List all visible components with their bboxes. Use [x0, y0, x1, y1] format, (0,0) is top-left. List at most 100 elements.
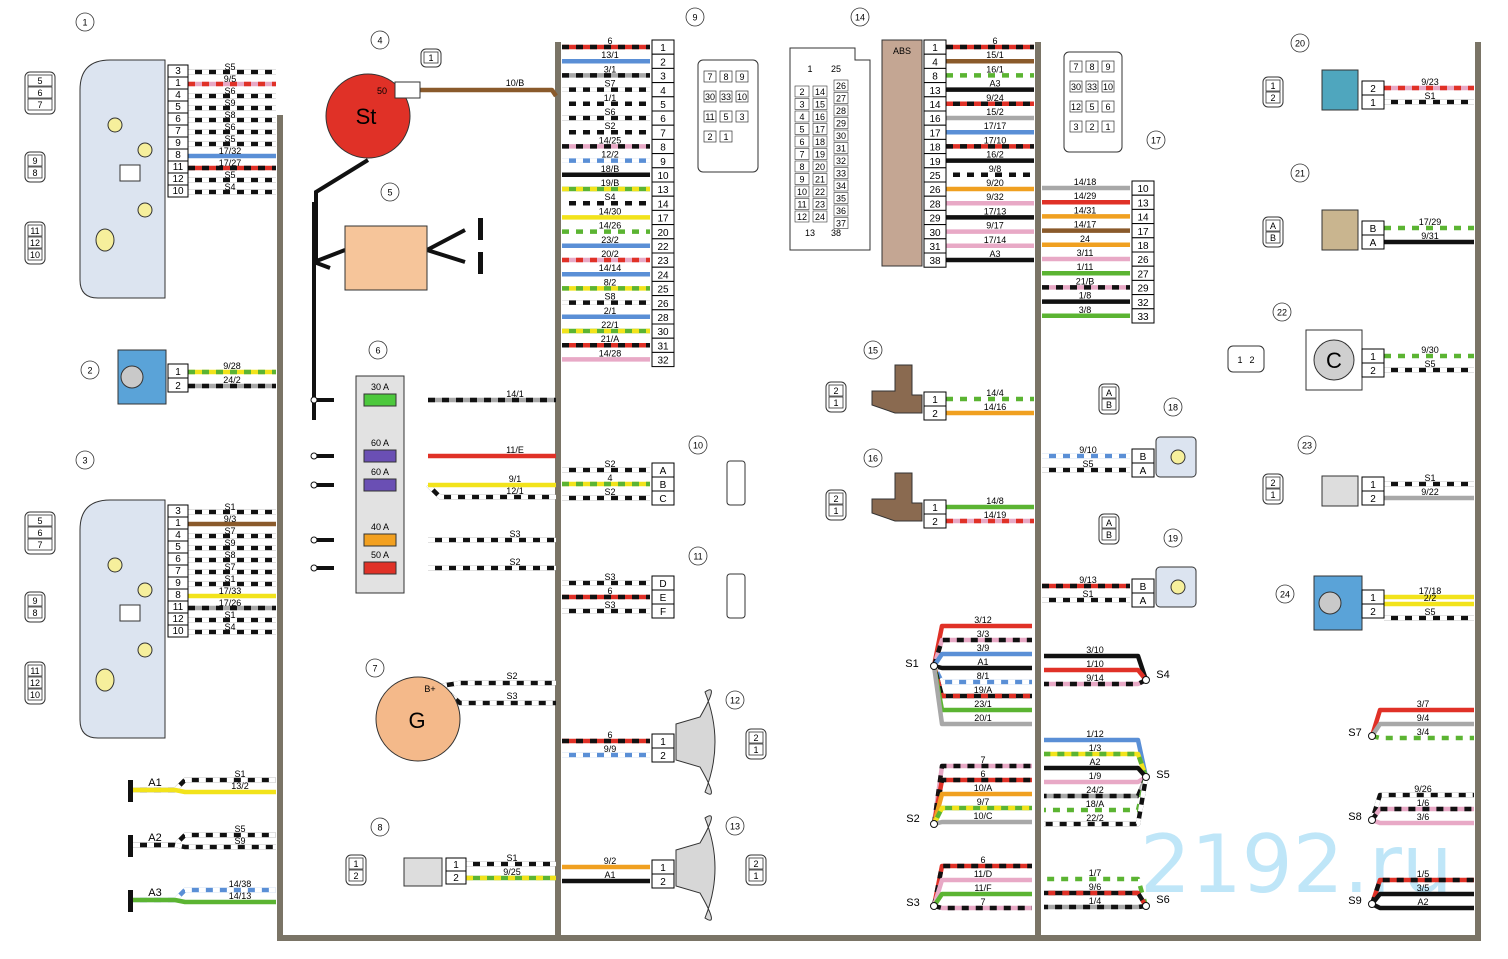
- face-cavity: [703, 70, 717, 83]
- splice-wire-label: 3/6: [1417, 812, 1430, 822]
- component-number: 17: [1151, 136, 1161, 146]
- wire-label: 11: [797, 200, 806, 210]
- plug-cavity: [27, 676, 43, 689]
- wire-label: 8: [799, 162, 804, 172]
- pin-label: 13: [1137, 198, 1149, 209]
- wire-label: 14/19: [984, 510, 1007, 520]
- splice-wire: [1044, 765, 1148, 779]
- pin-label: 2: [660, 57, 666, 68]
- component-number: 19: [1168, 534, 1178, 544]
- wire-label: S4: [224, 182, 235, 192]
- pin-label: 7: [175, 566, 181, 577]
- splice-wire-label: 3/4: [1417, 727, 1430, 737]
- wire-label: S2: [506, 671, 517, 681]
- pin-label: 1: [175, 518, 181, 529]
- wire-label: 21/A: [601, 334, 620, 344]
- wire-label: S2: [604, 121, 615, 131]
- ecu-cavity: [794, 173, 810, 185]
- plug-cavity: [27, 154, 43, 167]
- plug-pin-label: A: [1106, 518, 1112, 528]
- ecu-cavity: [812, 173, 828, 185]
- pin-label: 29: [1137, 284, 1149, 295]
- wire-label: 6: [799, 137, 804, 147]
- component-number: 7: [372, 664, 377, 674]
- fuse-icon: [363, 393, 397, 407]
- wire-label: 17/17: [984, 121, 1007, 131]
- wire-label: 20: [815, 162, 825, 172]
- connector-pin: [651, 490, 675, 506]
- pin-label: 13: [929, 86, 941, 97]
- wire-label: 9/5: [224, 74, 237, 84]
- motor-connector-pin: [167, 377, 189, 393]
- component-number-badge: [380, 182, 400, 202]
- pin-label: 6: [175, 554, 181, 565]
- wire-label: A3: [989, 79, 1000, 89]
- wire-label: S3: [509, 529, 520, 539]
- pin-label: 10: [657, 171, 669, 182]
- wire-stripe: [1044, 776, 1149, 827]
- headlamp-connector-pin: [167, 184, 189, 198]
- wire-label: 17/14: [984, 235, 1007, 245]
- starter-motor-icon: [325, 73, 411, 159]
- pin-label: 8: [175, 150, 181, 161]
- face-label: 8: [1089, 62, 1094, 72]
- face-label: 10: [1103, 82, 1113, 92]
- pin-label: 5: [175, 542, 181, 553]
- wire-label: 17/27: [219, 158, 242, 168]
- pin-label: 19: [929, 157, 941, 168]
- plug-cavity: [27, 688, 43, 701]
- plug-cavity: [1101, 398, 1117, 411]
- splice-node: [930, 902, 938, 910]
- wire-stripe: [931, 863, 1032, 907]
- battery-cable: [312, 202, 346, 420]
- wire-label: 9/10: [1079, 445, 1097, 455]
- plug-cavity: [828, 504, 844, 517]
- component-number-badge: [75, 450, 95, 470]
- ecu-cavity: [833, 117, 849, 129]
- fan-icon: [675, 815, 716, 921]
- wire-label: 9/31: [1421, 231, 1439, 241]
- wire-label: 24: [815, 212, 825, 222]
- pin-label: 12: [172, 174, 184, 185]
- pin-label: A: [1140, 466, 1147, 477]
- splice-wire-label: 23/1: [974, 699, 992, 709]
- face-label: 1: [1105, 122, 1110, 132]
- wire-stripe: [439, 680, 556, 689]
- fuse-icon: [363, 561, 397, 575]
- ecu-cavity: [812, 135, 828, 148]
- plug-cavity: [1265, 91, 1281, 104]
- ecu-cavity: [812, 148, 828, 160]
- plug-cavity: [828, 384, 844, 397]
- ecu-cavity: [794, 98, 810, 110]
- wire-label: 6: [992, 36, 997, 46]
- wire-label: 14/18: [1074, 177, 1097, 187]
- face-label: 6: [1105, 102, 1110, 112]
- face-label: 5: [723, 112, 728, 122]
- pin-label: 8: [932, 72, 938, 83]
- component-connector-pin: [1361, 234, 1385, 250]
- plug-cavity: [27, 664, 43, 677]
- ecu-cavity: [833, 192, 849, 204]
- wire-label: 15/2: [986, 107, 1004, 117]
- plug-pin-label: 1: [753, 745, 758, 755]
- face-cavity: [1069, 80, 1083, 93]
- wire-label: 12/2: [601, 150, 619, 160]
- splice-wire: [1044, 653, 1149, 681]
- plug-cavity: [1101, 528, 1117, 541]
- splice-node: [1368, 900, 1376, 908]
- splice-wire: [933, 819, 1032, 827]
- pin-label: 14: [929, 100, 941, 111]
- ecu-cavity: [833, 79, 849, 92]
- wire-label: 15: [815, 100, 825, 110]
- compressor-icon: [1313, 339, 1355, 381]
- ecu-cavity: [812, 98, 828, 110]
- pin-label: 1: [660, 737, 666, 748]
- wire-label: S8: [224, 110, 235, 120]
- wire-label: S8: [224, 550, 235, 560]
- wire-label: 17/26: [219, 598, 242, 608]
- splice-wire-label: 9/4: [1417, 713, 1430, 723]
- wire-label: 4: [607, 473, 612, 483]
- pin-label: 20: [657, 228, 669, 239]
- pin-label: 26: [657, 299, 669, 310]
- plug-pin-label: 1: [833, 506, 838, 516]
